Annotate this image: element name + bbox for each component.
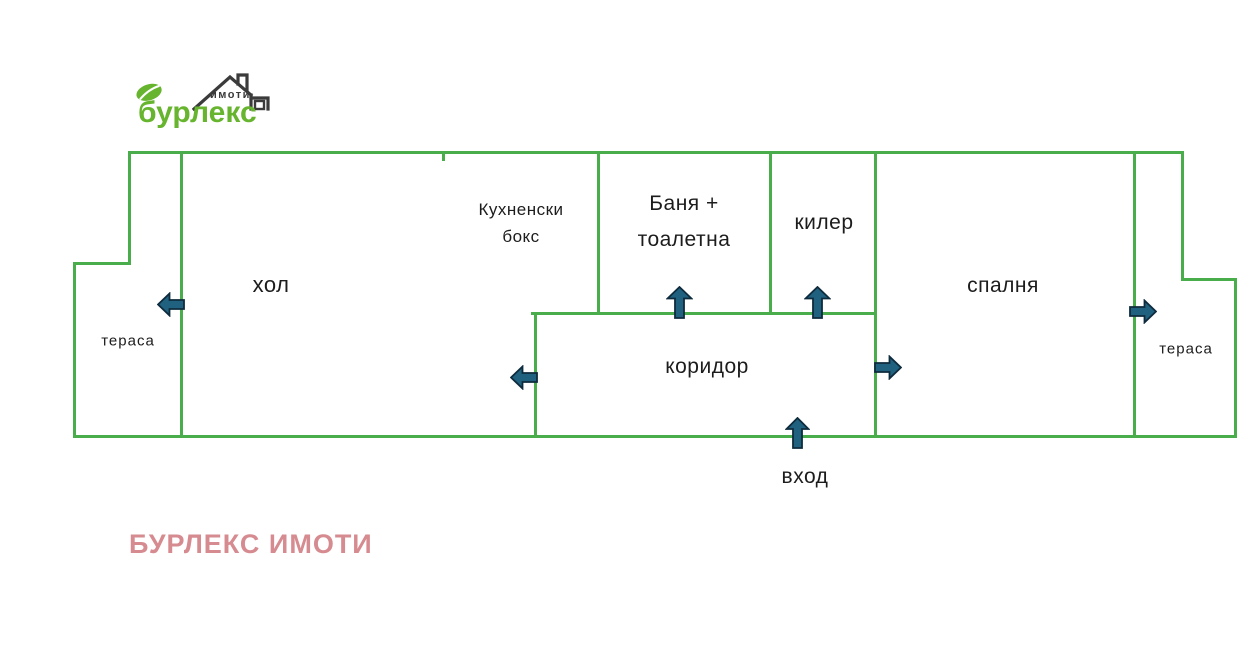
room-label-bedroom: спалня [967, 274, 1039, 297]
room-label-living-room: хол [252, 272, 290, 297]
wall-left-outer [73, 262, 76, 438]
wall-terrace-left-divider [180, 151, 183, 438]
wall-bath-left [597, 151, 600, 315]
door-arrow-living-to-terrace-icon [157, 292, 185, 317]
wall-bedroom-right [1133, 151, 1136, 438]
wall-right-outer [1234, 278, 1237, 438]
logo-brand-text: бурлекс [138, 96, 257, 129]
room-label-closet: килер [794, 211, 854, 234]
wall-kitchen-stub [442, 151, 445, 161]
room-label-kitchen-line1: Кухненски [478, 200, 564, 219]
room-label-bathroom-line2: тоалетна [637, 228, 731, 251]
room-label-bathroom-line1: Баня + [649, 192, 719, 215]
wall-right-upper [1181, 151, 1184, 281]
house-roof-icon [192, 73, 270, 112]
door-arrow-corridor-to-bedroom-icon [874, 355, 902, 380]
room-label-kitchen-line2: бокс [502, 227, 540, 246]
footer-brand-text: БУРЛЕКС ИМОТИ [129, 529, 373, 559]
wall-right-terrace-step [1181, 278, 1237, 281]
door-arrow-corridor-to-closet-icon [804, 286, 831, 319]
door-arrow-entrance-icon [785, 417, 810, 449]
wall-bottom [73, 435, 1237, 438]
room-label-terrace-left: тераса [101, 332, 155, 350]
room-label-entrance: вход [781, 465, 829, 488]
wall-bath-right [769, 151, 772, 315]
door-arrow-corridor-to-bathroom-icon [666, 286, 693, 319]
leaf-icon [136, 83, 162, 101]
room-label-corridor: коридор [665, 355, 749, 378]
door-arrow-corridor-to-living-icon [510, 365, 538, 390]
wall-corridor-top [531, 312, 877, 315]
logo-tagline: имоти [210, 89, 251, 101]
wall-left-terrace-step [73, 262, 131, 265]
wall-top [128, 151, 1184, 154]
door-arrow-bedroom-to-terrace-icon [1129, 299, 1157, 324]
wall-bedroom-left [874, 151, 877, 438]
agency-logo: имоти бурлекс [136, 68, 286, 143]
wall-left-upper [128, 151, 131, 265]
room-label-terrace-right: тераса [1159, 340, 1213, 358]
